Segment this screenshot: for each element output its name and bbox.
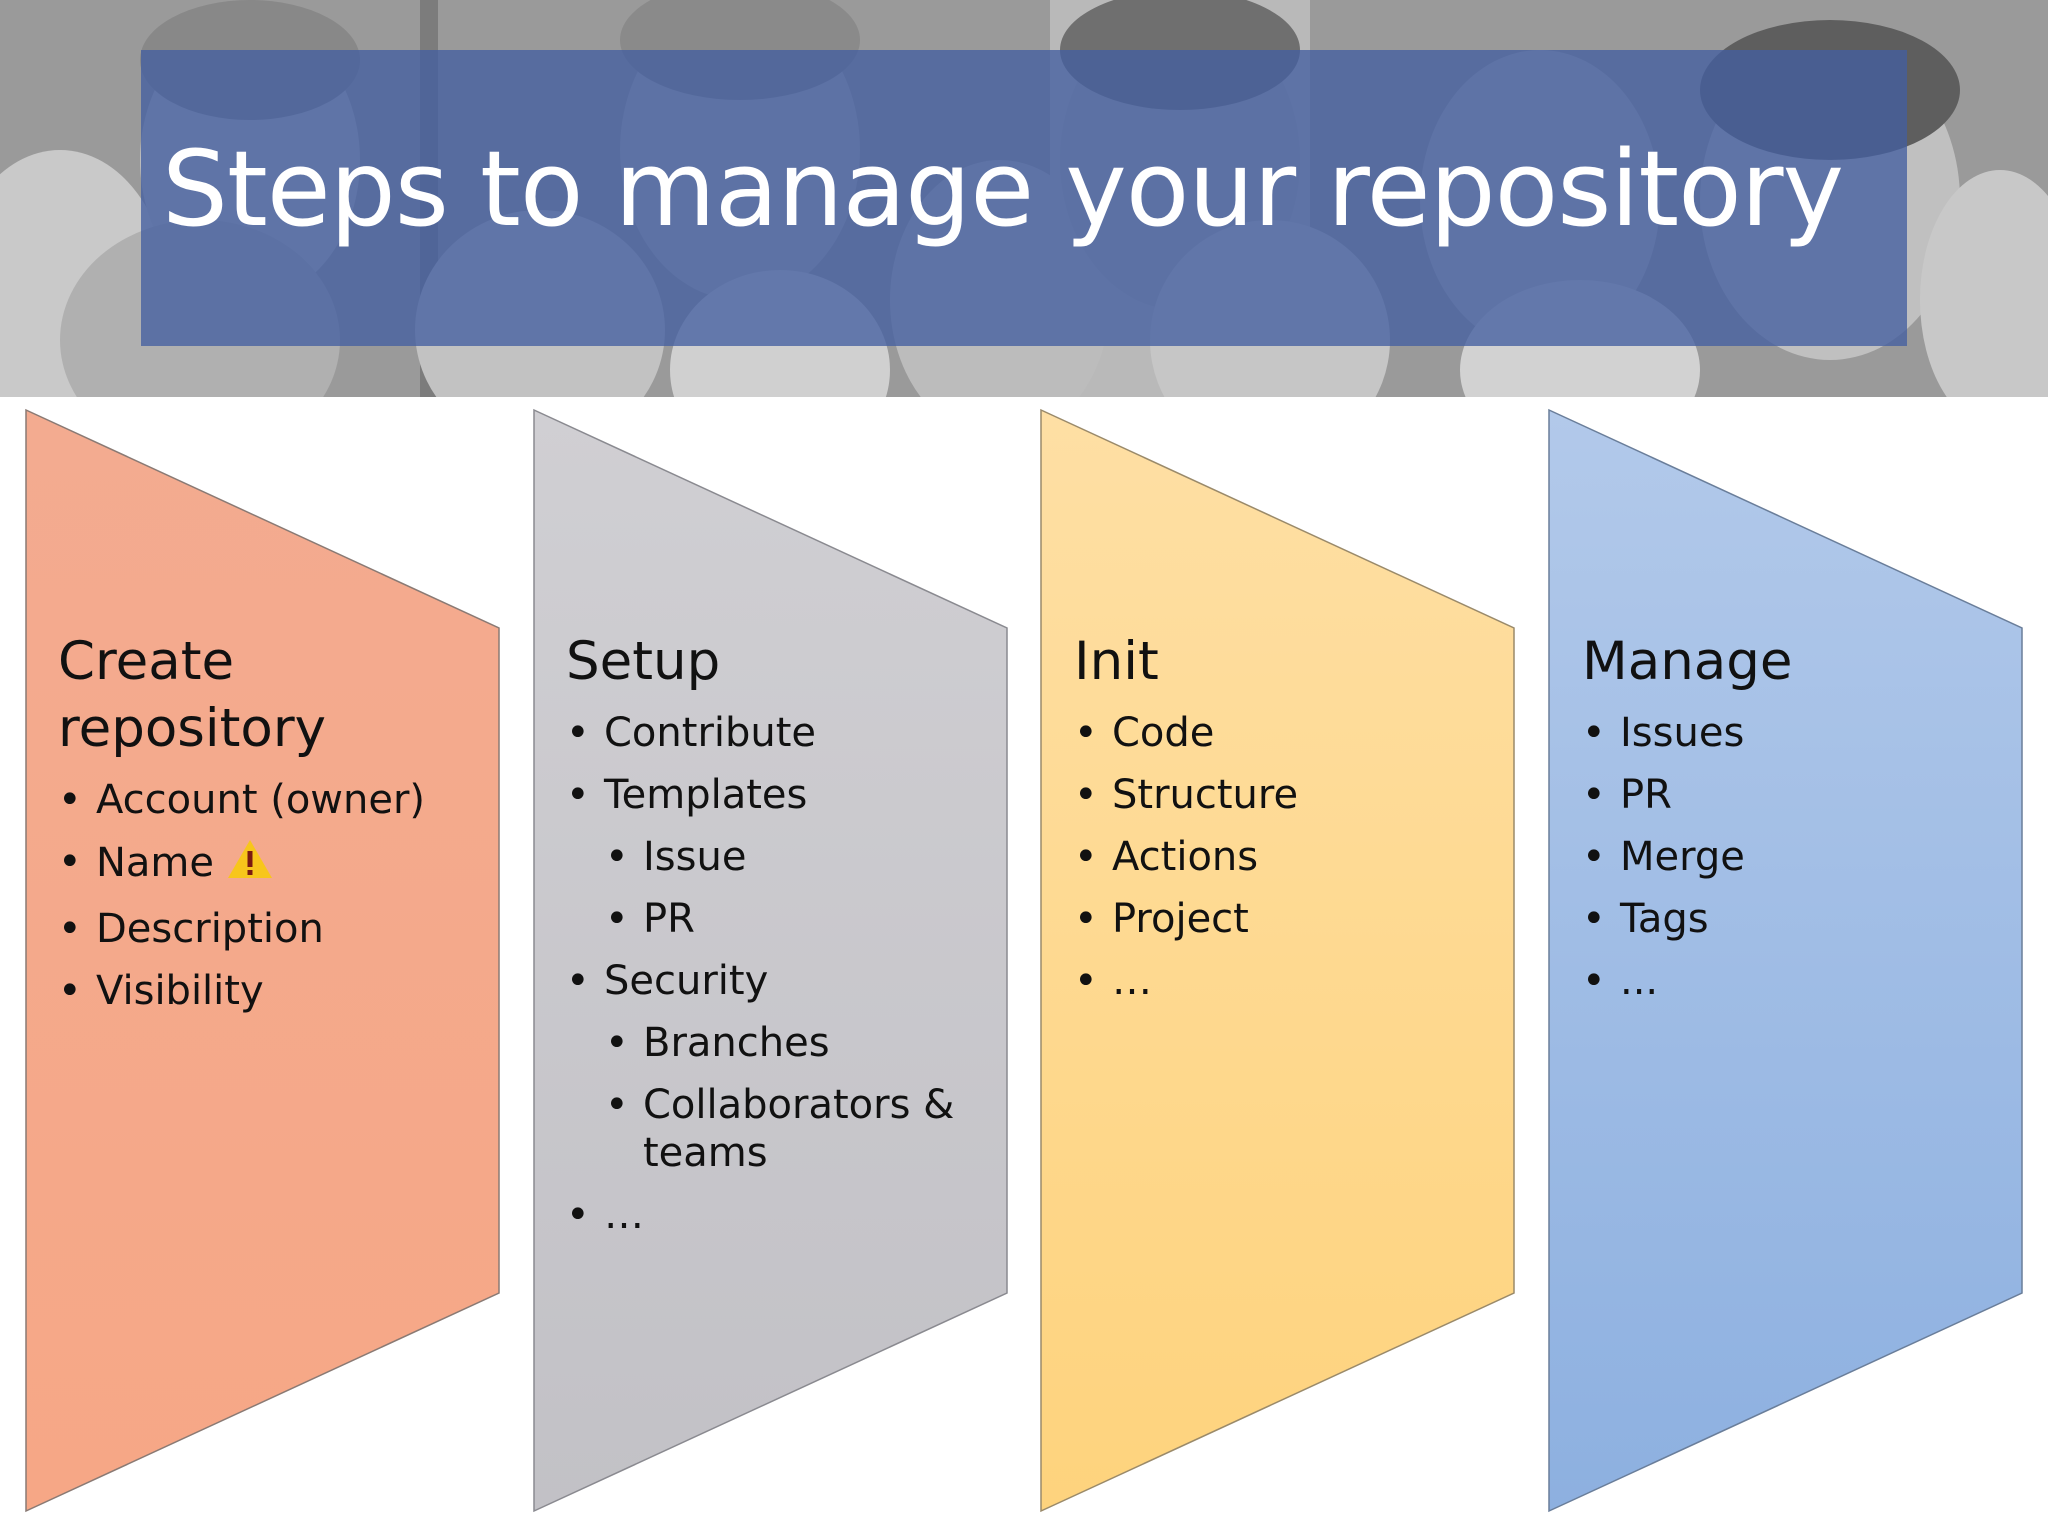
panel-items: Code Structure Actions Project … (1074, 709, 1504, 1005)
panel-items: Contribute Templates Issue PR Security B… (566, 709, 996, 1239)
list-item: Contribute (566, 709, 996, 757)
list-item: Security (566, 957, 996, 1005)
panel-title: Manage (1582, 631, 1793, 692)
title-band (141, 50, 1907, 346)
panel-shape-create (25, 408, 500, 1513)
list-item: Visibility (58, 967, 488, 1015)
list-item: Branches (605, 1019, 996, 1067)
panel-items: Issues PR Merge Tags ... (1582, 709, 2012, 1005)
list-item: … (566, 1191, 996, 1239)
list-item: Description (58, 905, 488, 953)
list-item: PR (605, 895, 996, 943)
list-item: ... (1582, 957, 2012, 1005)
list-item: Tags (1582, 895, 2012, 943)
list-item: Structure (1074, 771, 1504, 819)
list-item: Account (owner) (58, 776, 488, 824)
list-item: Templates (566, 771, 996, 819)
list-item: Issue (605, 833, 996, 881)
list-item: Actions (1074, 833, 1504, 881)
list-item: Merge (1582, 833, 2012, 881)
panel-title: Setup (566, 631, 721, 692)
list-item: PR (1582, 771, 2012, 819)
panel-init: Init Code Structure Actions Project … (1074, 628, 1504, 1019)
panel-setup: Setup Contribute Templates Issue PR Secu… (566, 628, 996, 1253)
warning-icon (226, 838, 274, 891)
list-item: … (1074, 957, 1504, 1005)
list-item: Collaborators & teams (605, 1081, 996, 1177)
list-item: Name (58, 838, 488, 891)
slide-title: Steps to manage your repository (162, 128, 1844, 250)
panel-manage: Manage Issues PR Merge Tags ... (1582, 628, 2012, 1019)
list-item: Code (1074, 709, 1504, 757)
panel-title: Init (1074, 631, 1159, 692)
list-item: Project (1074, 895, 1504, 943)
panel-create: Create repository Account (owner) Name D… (58, 628, 488, 1029)
panel-items: Account (owner) Name Description Visibil… (58, 776, 488, 1015)
list-item: Issues (1582, 709, 2012, 757)
panel-title: Create repository (58, 631, 327, 759)
